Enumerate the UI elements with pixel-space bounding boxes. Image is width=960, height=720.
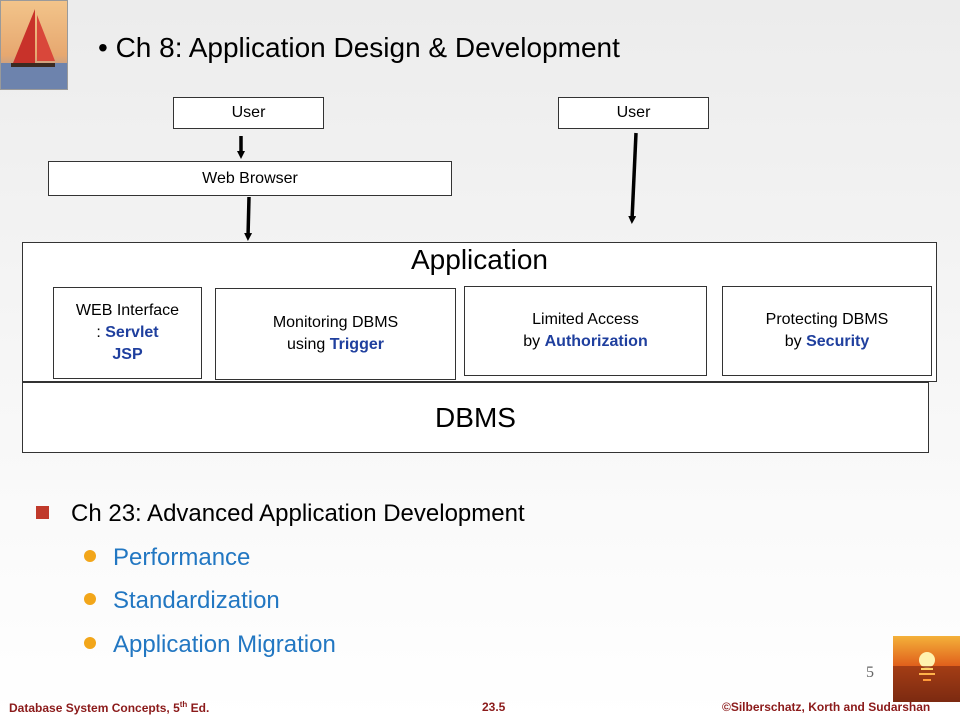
authorization-keyword: Authorization: [544, 333, 648, 350]
trigger-keyword: Trigger: [329, 336, 384, 353]
user-box-right: User: [558, 97, 709, 129]
web-interface-line2: : Servlet: [96, 324, 159, 341]
web-browser-box: Web Browser: [48, 161, 452, 196]
bullet-main: Ch 23: Advanced Application Development: [36, 500, 525, 528]
page-number: 5: [866, 664, 874, 681]
limited-access-box: Limited Access by Authorization: [464, 286, 707, 376]
servlet-keyword: Servlet: [105, 324, 159, 341]
limited-access-line2: by Authorization: [523, 333, 648, 350]
bullet-sub: Application Migration: [84, 631, 336, 659]
user-box-left: User: [173, 97, 324, 129]
footer-left: Database System Concepts, 5th Ed.: [9, 700, 210, 715]
application-label: Application: [411, 244, 548, 275]
protecting-box: Protecting DBMS by Security: [722, 286, 932, 376]
slide-title: • Ch 8: Application Design & Development: [98, 32, 620, 63]
dbms-box: DBMS: [22, 382, 929, 453]
arrow-user-to-application: [628, 132, 638, 224]
security-keyword: Security: [806, 333, 870, 350]
protecting-line2: by Security: [784, 333, 870, 350]
circle-bullet-icon: [84, 550, 96, 562]
sunset-image: [893, 636, 960, 702]
monitoring-box: Monitoring DBMS using Trigger: [215, 288, 456, 380]
jsp-keyword: JSP: [112, 346, 143, 363]
web-interface-box: WEB Interface : Servlet JSP: [53, 287, 202, 379]
footer-right: ©Silberschatz, Korth and Sudarshan: [722, 700, 931, 714]
web-interface-line1: WEB Interface: [75, 302, 180, 319]
bullet-sub: Performance: [84, 544, 250, 572]
circle-bullet-icon: [84, 593, 96, 605]
bullet-sub: Standardization: [84, 587, 280, 615]
circle-bullet-icon: [84, 637, 96, 649]
square-bullet-icon: [36, 506, 49, 519]
protecting-line1: Protecting DBMS: [765, 311, 889, 328]
limited-access-line1: Limited Access: [532, 311, 639, 328]
footer-center: 23.5: [482, 700, 506, 714]
sailboat-logo: [0, 0, 68, 90]
monitoring-line2: using Trigger: [287, 336, 384, 353]
monitoring-line1: Monitoring DBMS: [272, 314, 399, 331]
arrow-browser-to-application: [244, 196, 253, 241]
